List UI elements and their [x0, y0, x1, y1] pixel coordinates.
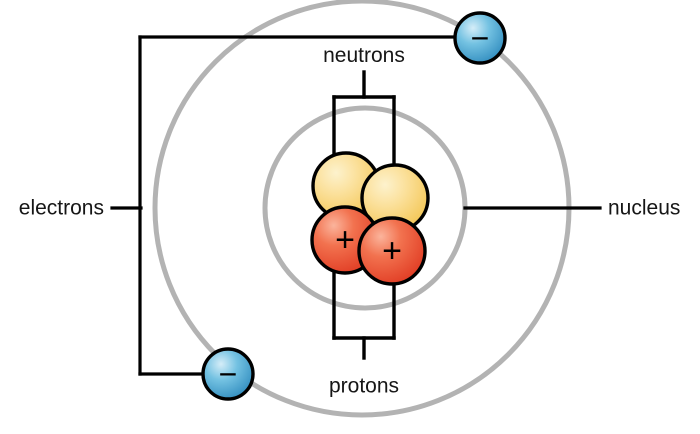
proton-charge-symbol: +	[335, 221, 355, 259]
proton-particle	[357, 216, 427, 286]
electron-charge-symbol: −	[471, 20, 490, 56]
nucleus-particle-cluster: + +	[310, 151, 430, 286]
electron-particle	[453, 11, 507, 65]
label-protons: protons	[329, 374, 399, 397]
label-electrons: electrons	[19, 197, 104, 220]
label-neutrons: neutrons	[323, 44, 405, 67]
label-nucleus: nucleus	[608, 197, 680, 220]
electron-charge-symbol: −	[219, 356, 238, 392]
proton-charge-symbol: +	[382, 232, 402, 270]
electron-group: − −	[201, 11, 507, 401]
electron-particle	[201, 347, 255, 401]
